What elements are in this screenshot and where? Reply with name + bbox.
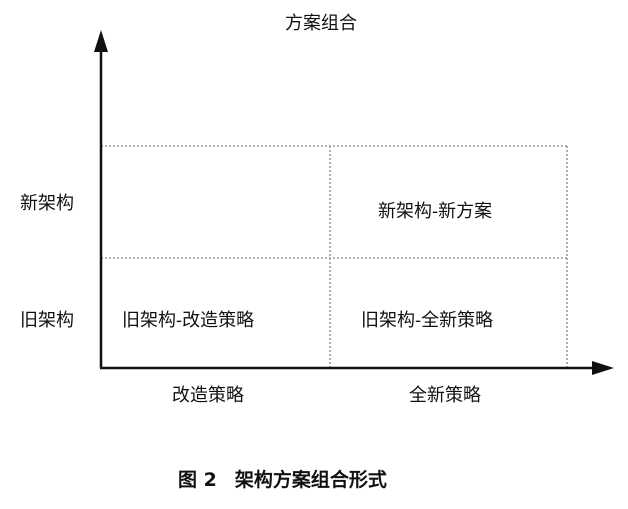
x-axis-arrow — [592, 361, 614, 375]
y-label-new-architecture: 新架构 — [20, 193, 74, 214]
figure-number: 图 2 — [178, 469, 217, 491]
x-label-new-strategy: 全新策略 — [409, 385, 481, 406]
cell-top-right: 新架构-新方案 — [378, 201, 493, 222]
y-axis-arrow — [94, 30, 108, 52]
cell-bottom-right: 旧架构-全新策略 — [361, 310, 494, 331]
diagram-title: 方案组合 — [285, 13, 357, 34]
figure-caption: 图 2 架构方案组合形式 — [178, 470, 387, 490]
y-label-old-architecture: 旧架构 — [20, 310, 74, 331]
figure-caption-text: 架构方案组合形式 — [234, 469, 387, 491]
x-label-retrofit-strategy: 改造策略 — [172, 385, 244, 406]
cell-bottom-left: 旧架构-改造策略 — [122, 310, 255, 331]
